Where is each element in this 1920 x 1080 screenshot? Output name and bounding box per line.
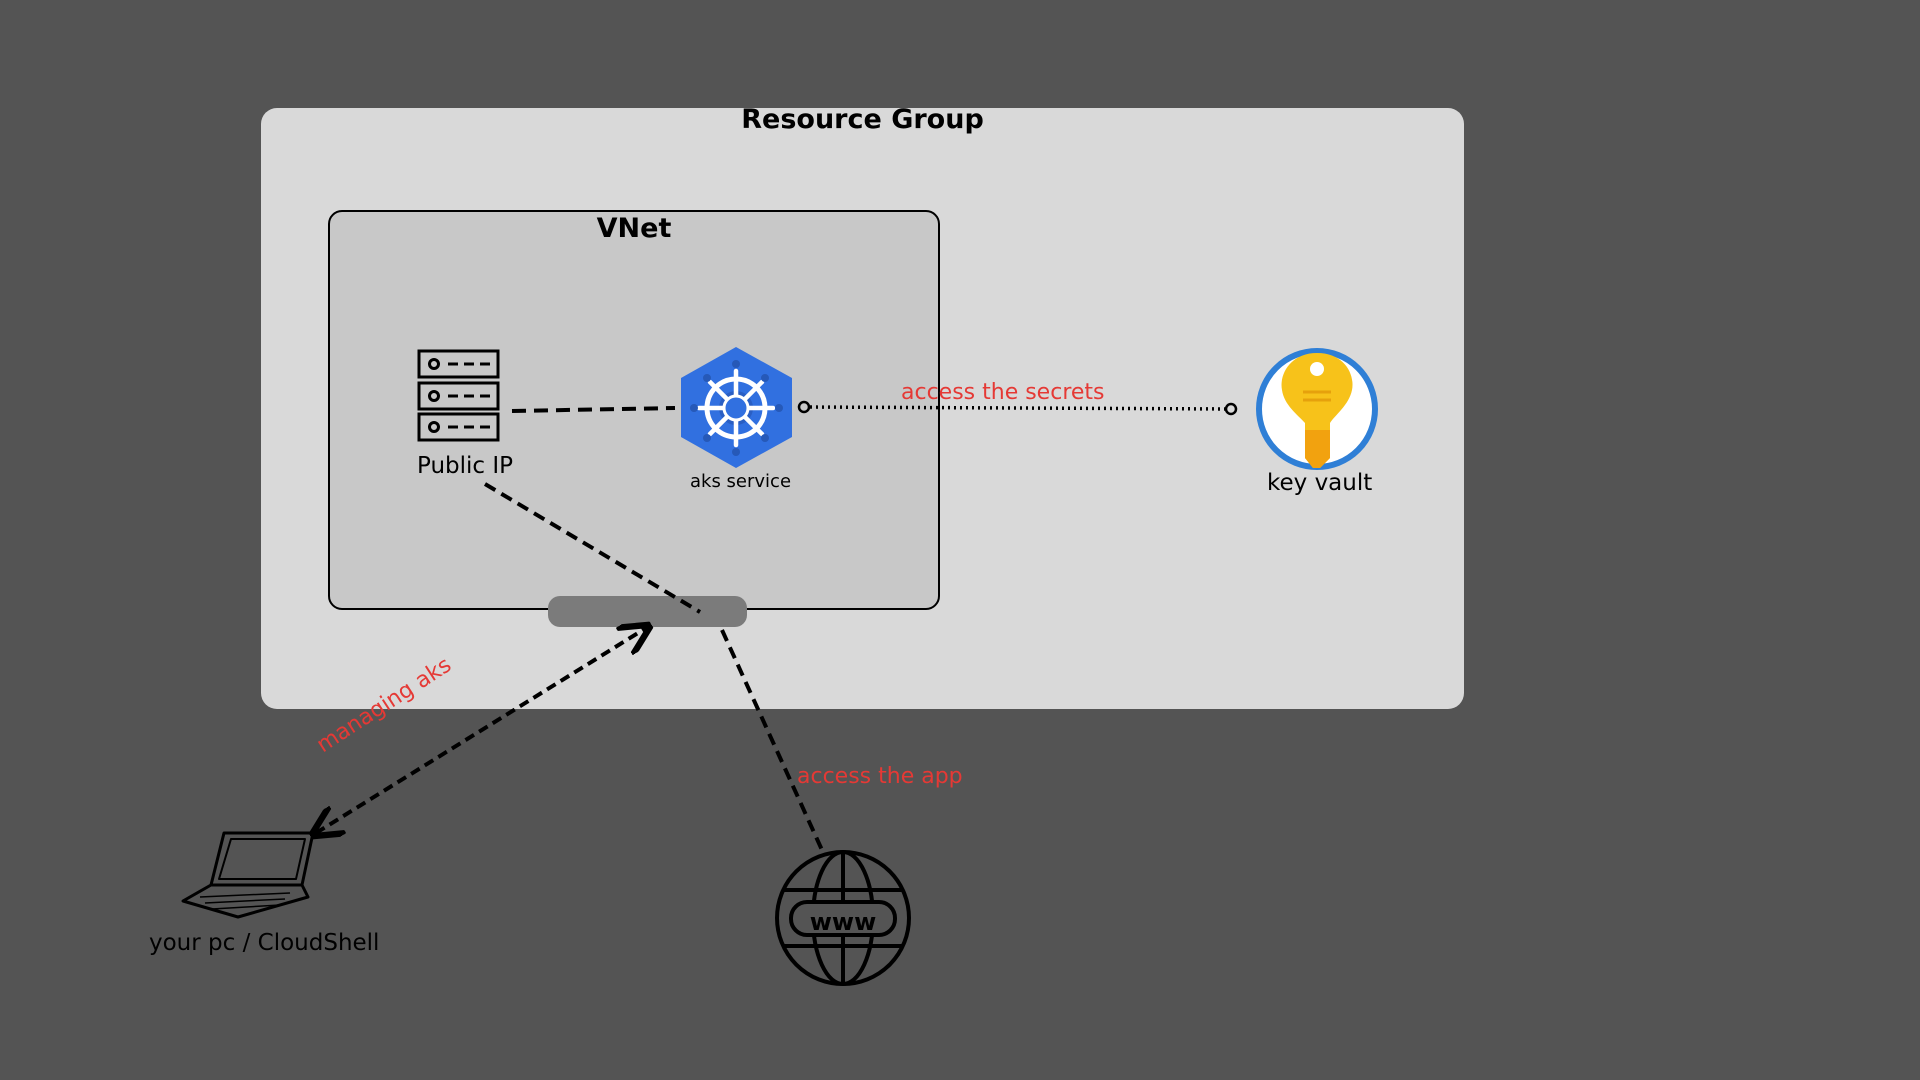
vnet-title: VNet [596, 213, 672, 244]
laptop-icon [181, 831, 315, 919]
access-app-annotation: access the app [797, 764, 963, 789]
key-vault-icon [1256, 348, 1378, 470]
key-vault-label: key vault [1267, 470, 1373, 496]
public-ip-label: Public IP [417, 453, 514, 479]
your-pc-label: your pc / CloudShell [149, 930, 380, 956]
globe-www-text: www [810, 908, 877, 936]
access-secrets-annotation: access the secrets [901, 380, 1105, 405]
connector-managing-aks [316, 628, 646, 833]
connector-publicip-gateway [483, 482, 702, 614]
connector-endpoint-keyvault [1224, 402, 1238, 416]
resource-group-title: Resource Group [741, 104, 984, 135]
globe-www-icon [775, 850, 911, 986]
connector-access-app [720, 629, 824, 851]
connector-access-secrets [803, 405, 1231, 411]
connector-endpoint-aks [797, 400, 811, 414]
aks-service-label: aks service [690, 471, 792, 492]
kubernetes-icon [681, 347, 792, 468]
connector-publicip-aks [511, 406, 676, 413]
server-icon [417, 349, 500, 442]
